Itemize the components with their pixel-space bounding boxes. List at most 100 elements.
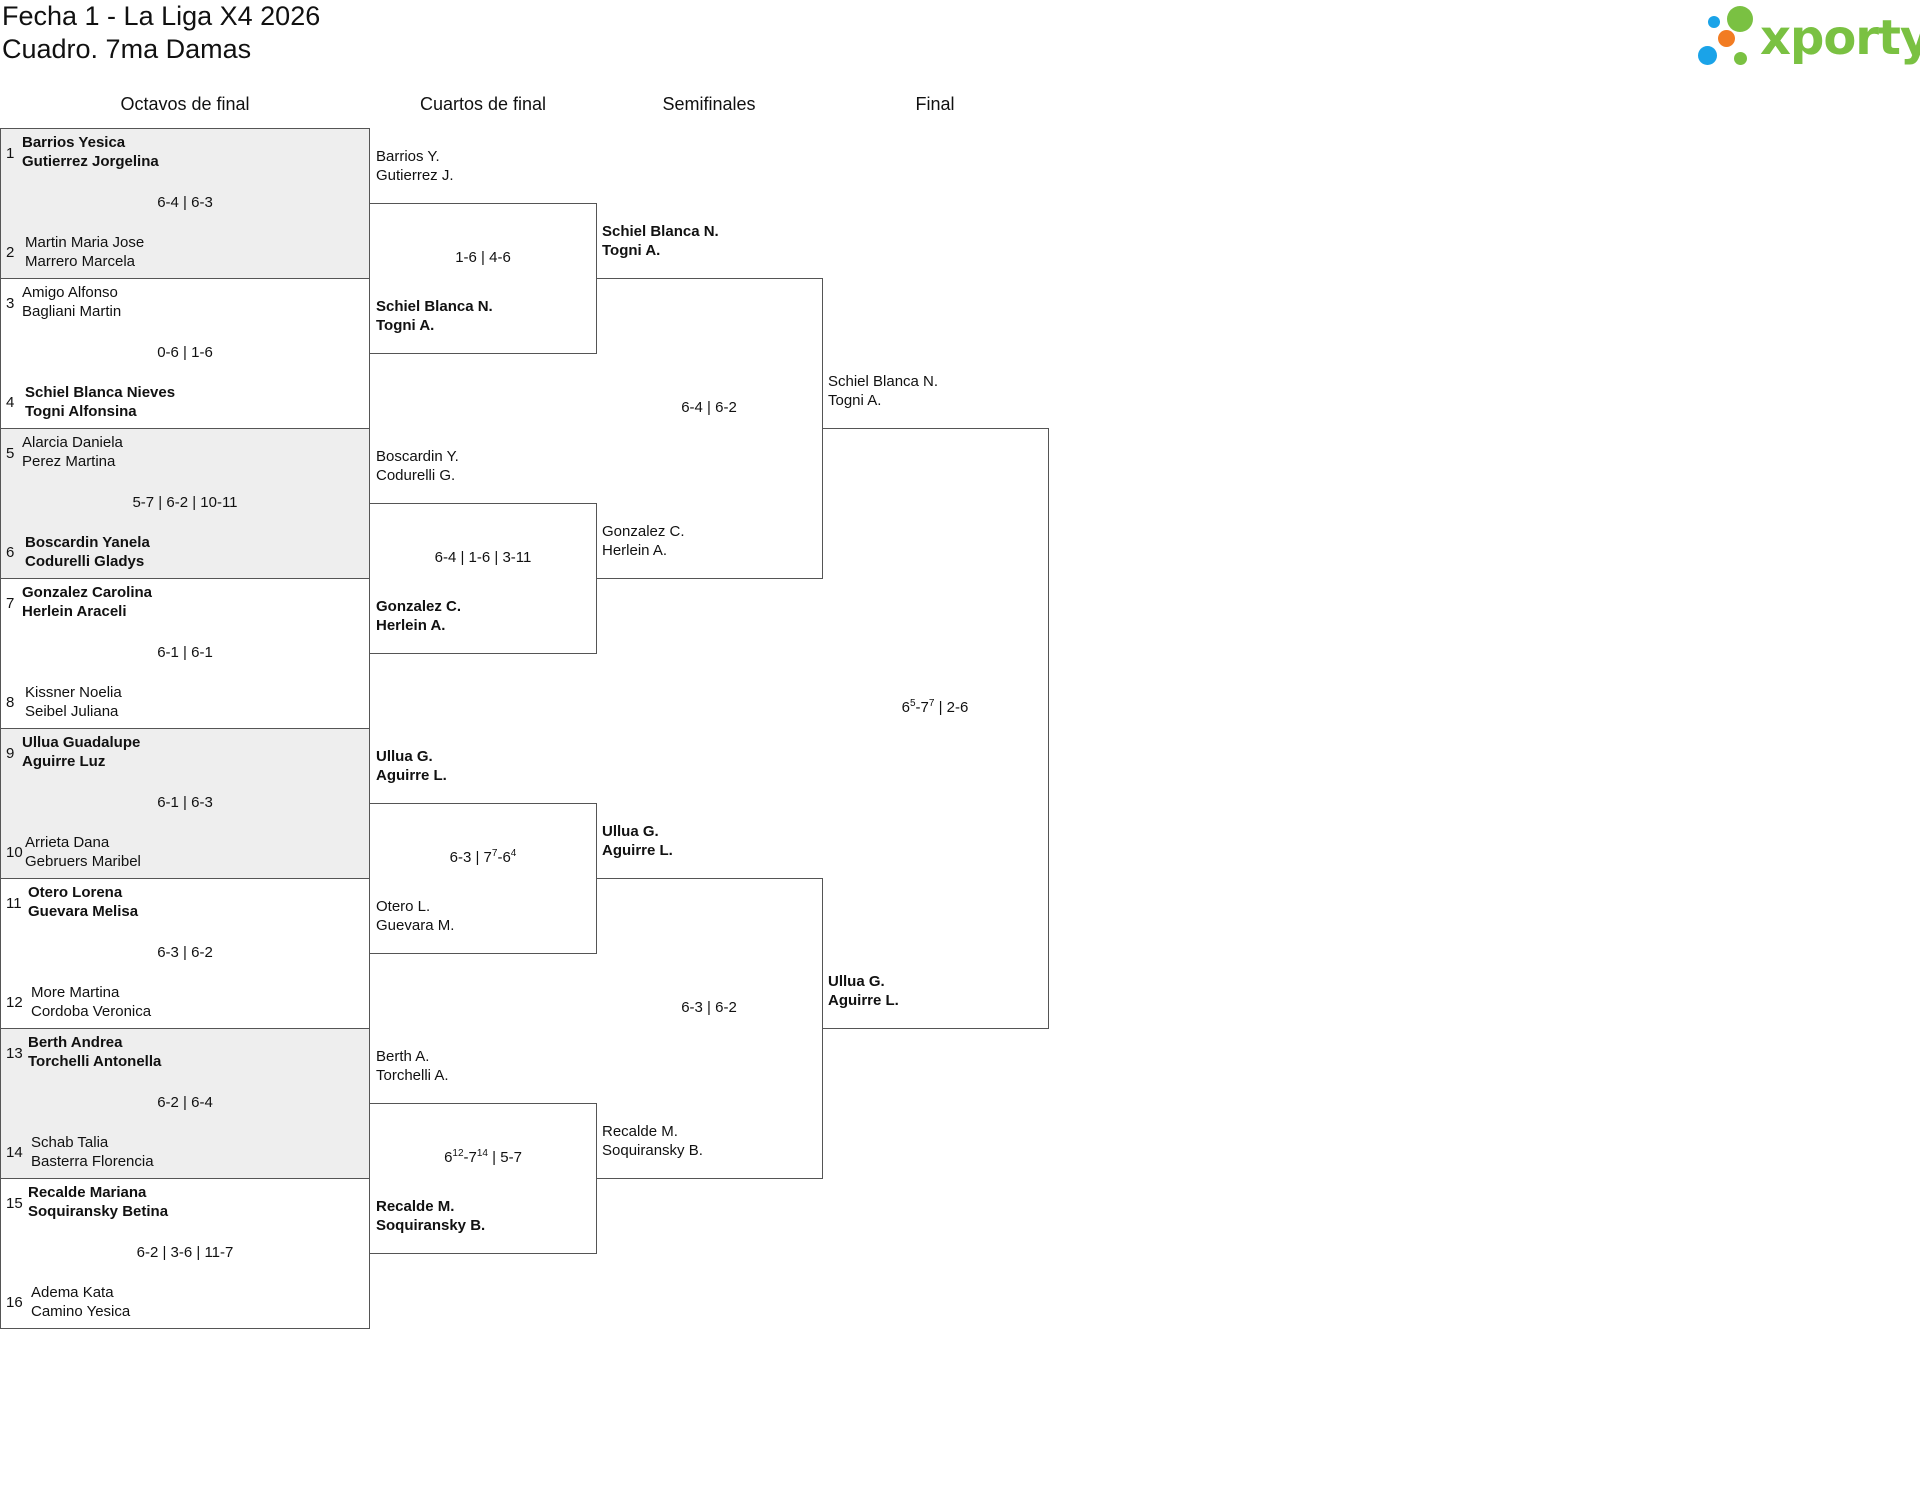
seed-number: 6 bbox=[6, 544, 15, 561]
seed-number: 12 bbox=[6, 994, 23, 1011]
team-player: Soquiransky Betina bbox=[28, 1203, 169, 1220]
seed-number: 16 bbox=[6, 1294, 23, 1311]
team-player: Boscardin Y. bbox=[376, 448, 459, 465]
match-score: 6-1 | 6-3 bbox=[157, 794, 213, 811]
seed-number: 4 bbox=[6, 394, 15, 411]
octavos-match[interactable] bbox=[0, 128, 370, 279]
cuartos-match-score: 6-4 | 1-6 | 3-11 bbox=[434, 549, 532, 566]
team-player: Gutierrez Jorgelina bbox=[22, 153, 159, 170]
seed-number: 1 bbox=[6, 145, 15, 162]
match-score: 6-4 | 6-3 bbox=[157, 194, 213, 211]
seed-number: 13 bbox=[6, 1045, 23, 1062]
team-player: Herlein Araceli bbox=[22, 603, 127, 620]
team-player: Basterra Florencia bbox=[31, 1153, 154, 1170]
match-score: 0-6 | 1-6 bbox=[157, 344, 213, 361]
final-connector bbox=[822, 428, 1049, 1029]
octavos-match[interactable] bbox=[0, 428, 370, 579]
logo-dot-blue-small bbox=[1708, 16, 1720, 28]
cuartos-match-score: 612-714 | 5-7 bbox=[444, 1148, 522, 1167]
seed-number: 2 bbox=[6, 244, 15, 261]
team-player: Guevara M. bbox=[376, 917, 455, 934]
cuartos-match-score: 6-3 | 77-64 bbox=[449, 848, 517, 867]
match-score: 6-2 | 3-6 | 11-7 bbox=[136, 1244, 234, 1261]
seed-number: 5 bbox=[6, 445, 15, 462]
semis-match-score: 6-3 | 6-2 bbox=[681, 999, 737, 1016]
team-player: Alarcia Daniela bbox=[22, 434, 123, 451]
team-player: Seibel Juliana bbox=[25, 703, 119, 720]
octavos-match[interactable] bbox=[0, 1028, 370, 1179]
logo-dot-green bbox=[1727, 6, 1753, 32]
cuartos-match-score: 1-6 | 4-6 bbox=[455, 249, 511, 266]
team-player: Aguirre L. bbox=[602, 842, 673, 859]
team-player: Gonzalez C. bbox=[376, 598, 462, 615]
team-player: Aguirre L. bbox=[376, 767, 447, 784]
team-player: Gonzalez C. bbox=[602, 523, 685, 540]
team-player: Gonzalez Carolina bbox=[22, 584, 153, 601]
team-player: Togni A. bbox=[602, 242, 661, 259]
seed-number: 14 bbox=[6, 1144, 23, 1161]
team-player: Marrero Marcela bbox=[25, 253, 136, 270]
logo-dot-orange bbox=[1718, 30, 1735, 47]
team-player: Barrios Yesica bbox=[22, 134, 126, 151]
team-player: Cordoba Veronica bbox=[31, 1003, 152, 1020]
team-player: Boscardin Yanela bbox=[25, 534, 150, 551]
team-player: Togni Alfonsina bbox=[25, 403, 137, 420]
team-player: Arrieta Dana bbox=[25, 834, 110, 851]
team-player: Amigo Alfonso bbox=[22, 284, 118, 301]
logo-wordmark: xporty bbox=[1760, 10, 1920, 66]
round-header-semifinales: Semifinales bbox=[662, 94, 756, 114]
logo-dot-green-small bbox=[1734, 52, 1747, 65]
match-score: 6-3 | 6-2 bbox=[157, 944, 213, 961]
team-player: Schiel Blanca N. bbox=[602, 223, 719, 240]
team-player: Ullua G. bbox=[376, 748, 433, 765]
team-player: Barrios Y. bbox=[376, 148, 440, 165]
team-player: Schiel Blanca N. bbox=[828, 373, 939, 390]
team-player: Camino Yesica bbox=[31, 1303, 131, 1320]
team-player: Torchelli Antonella bbox=[28, 1053, 162, 1070]
final-match-score: 65-77 | 2-6 bbox=[901, 698, 969, 717]
page-subtitle: Cuadro. 7ma Damas bbox=[2, 34, 252, 64]
round-header-octavos: Octavos de final bbox=[120, 94, 250, 114]
team-player: Torchelli A. bbox=[376, 1067, 449, 1084]
team-player: Berth Andrea bbox=[28, 1034, 123, 1051]
team-player: Togni A. bbox=[828, 392, 882, 409]
team-player: Otero L. bbox=[376, 898, 431, 915]
team-player: Martin Maria Jose bbox=[25, 234, 145, 251]
match-score: 5-7 | 6-2 | 10-11 bbox=[132, 494, 238, 511]
team-player: More Martina bbox=[31, 984, 120, 1001]
team-player: Berth A. bbox=[376, 1048, 430, 1065]
team-player: Recalde M. bbox=[376, 1198, 455, 1215]
octavos-match[interactable] bbox=[0, 728, 370, 879]
team-player: Codurelli Gladys bbox=[25, 553, 145, 570]
octavos-match[interactable] bbox=[0, 1178, 370, 1329]
round-header-cuartos: Cuartos de final bbox=[419, 94, 547, 114]
team-player: Soquiransky B. bbox=[376, 1217, 486, 1234]
team-player: Herlein A. bbox=[376, 617, 446, 634]
seed-number: 15 bbox=[6, 1195, 23, 1212]
seed-number: 3 bbox=[6, 295, 15, 312]
match-score: 6-2 | 6-4 bbox=[157, 1094, 213, 1111]
seed-number: 9 bbox=[6, 745, 15, 762]
team-player: Recalde Mariana bbox=[28, 1184, 147, 1201]
semis-match-score: 6-4 | 6-2 bbox=[681, 399, 737, 416]
team-player: Schiel Blanca N. bbox=[376, 298, 493, 315]
team-player: Ullua G. bbox=[828, 973, 885, 990]
team-player: Codurelli G. bbox=[376, 467, 456, 484]
team-player: Ullua Guadalupe bbox=[22, 734, 141, 751]
page-title: Fecha 1 - La Liga X4 2026 bbox=[2, 1, 321, 31]
team-player: Togni A. bbox=[376, 317, 435, 334]
team-player: Schiel Blanca Nieves bbox=[25, 384, 176, 401]
team-player: Soquiransky B. bbox=[602, 1142, 703, 1159]
team-player: Gutierrez J. bbox=[376, 167, 454, 184]
logo-dot-blue-large bbox=[1698, 46, 1717, 65]
seed-number: 8 bbox=[6, 694, 15, 711]
match-score: 6-1 | 6-1 bbox=[157, 644, 213, 661]
team-player: Guevara Melisa bbox=[28, 903, 139, 920]
team-player: Kissner Noelia bbox=[25, 684, 122, 701]
team-player: Otero Lorena bbox=[28, 884, 123, 901]
team-player: Perez Martina bbox=[22, 453, 116, 470]
team-player: Gebruers Maribel bbox=[25, 853, 141, 870]
team-player: Aguirre L. bbox=[828, 992, 899, 1009]
team-player: Herlein A. bbox=[602, 542, 668, 559]
seed-number: 11 bbox=[6, 895, 22, 912]
